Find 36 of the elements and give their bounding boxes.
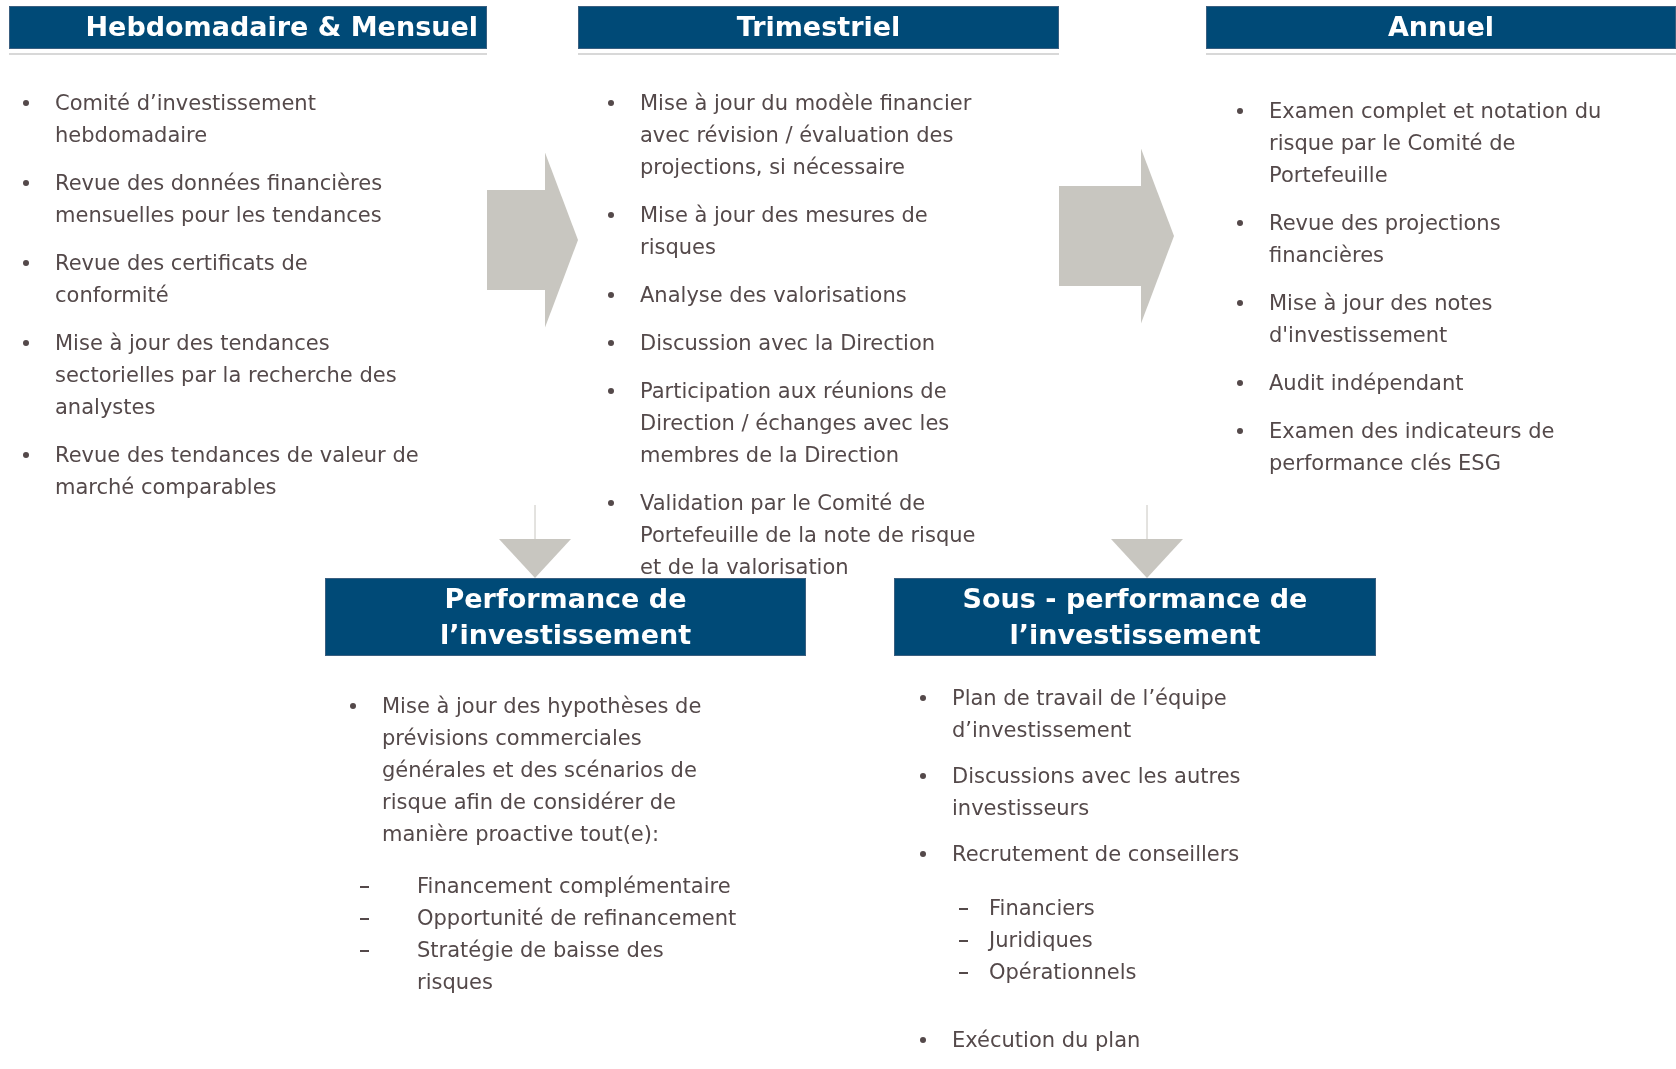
list-item: Mise à jour du modèle financier avec révision / évaluation des projections, si nécessaire <box>640 91 972 179</box>
list-item: Opportunité de refinancement <box>417 906 737 930</box>
list-item: Examen des indicateurs de performance clés ESG <box>1269 419 1555 475</box>
list-item: Opérationnels <box>989 960 1137 984</box>
list-item: Stratégie de baisse des risques <box>417 938 664 994</box>
down-arrow <box>499 504 571 578</box>
list-item: Discussions avec les autres investisseurs <box>952 764 1241 820</box>
list-item: Plan de travail de l’équipe d’investissement <box>952 686 1227 742</box>
header-bar: Hebdomadaire & Mensuel <box>9 6 487 49</box>
list-item: Mise à jour des notes d'investissement <box>1269 291 1493 347</box>
list-item: Analyse des valorisations <box>640 283 907 307</box>
header-bar: Performance de l’investissement <box>325 578 806 656</box>
list-item: Revue des projections financières <box>1269 211 1501 267</box>
list-item: Revue des tendances de valeur de marché comparables <box>55 443 419 499</box>
header-bar: Annuel <box>1206 6 1676 49</box>
list-item: Participation aux réunions de Direction / échanges avec les membres de la Direction <box>640 379 950 467</box>
list-item: Examen complet et notation du risque par le Comité de Portefeuille <box>1269 99 1602 187</box>
block-arrow <box>487 152 578 328</box>
list-item: Audit indépendant <box>1269 371 1464 395</box>
list-item: Mise à jour des tendances sectorielles par la recherche des analystes <box>55 331 397 419</box>
list-item: Mise à jour des hypothèses de prévisions commerciales générales et des scénarios de risque afin de considérer de manière proactive tout(e): <box>382 694 702 846</box>
header-bar: Trimestriel <box>578 6 1059 49</box>
list-item: Validation par le Comité de Portefeuille de la note de risque et de la valorisation <box>640 491 976 579</box>
list-item: Mise à jour des mesures de risques <box>640 203 928 259</box>
list-item: Discussion avec la Direction <box>640 331 936 355</box>
list-item: Revue des certificats de conformité <box>55 251 308 307</box>
list-item: Recrutement de conseillers <box>952 842 1240 866</box>
list-item: Revue des données financières mensuelles pour les tendances <box>55 171 383 227</box>
down-arrow <box>1111 504 1183 578</box>
list-item: Financiers <box>989 896 1095 920</box>
header-bar: Sous - performance de l’investissement <box>894 578 1376 656</box>
list-item: Juridiques <box>989 928 1093 952</box>
list-item: Exécution du plan <box>952 1028 1141 1052</box>
list-item: Comité d’investissement hebdomadaire <box>55 91 316 147</box>
list-item: Financement complémentaire <box>417 874 731 898</box>
block-arrow <box>1059 148 1174 324</box>
